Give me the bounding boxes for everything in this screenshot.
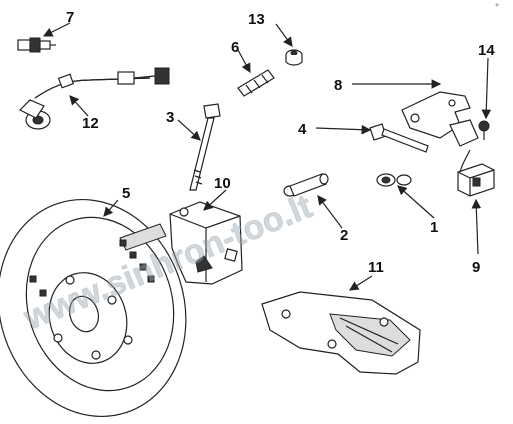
part-9-sensor-block [457,149,495,197]
part-7-sensor [17,37,56,53]
callout-2: 2 [340,227,348,244]
part-12-harness [18,67,170,130]
callout-4: 4 [298,121,307,138]
part-12-connector [18,99,51,130]
corner-mark: * [495,2,499,13]
callout-8: 8 [334,77,342,94]
part-1-nut [376,173,412,187]
callout-7: 7 [66,9,74,26]
part-10-mount [169,201,243,285]
leader-lines [42,22,492,291]
part-5-flywheel [0,198,187,418]
part-2-sleeve [283,173,329,197]
callout-11: 11 [368,259,384,276]
callout-10: 10 [214,175,231,192]
callout-3: 3 [166,109,174,126]
callout-13: 13 [248,11,265,28]
callouts: 7 13 6 14 8 12 3 4 10 5 1 2 9 11 [66,9,495,276]
part-11-plate [261,291,421,375]
part-3-bolt [189,103,221,191]
part-13-nut [285,49,303,66]
callout-14: 14 [478,42,495,59]
part-8-bracket [401,91,479,147]
part-4-bolt [369,123,429,153]
callout-12: 12 [82,115,99,132]
part-6-stud [237,69,275,97]
callout-9: 9 [472,259,480,276]
callout-5: 5 [122,185,130,202]
callout-1: 1 [430,219,438,236]
part-14-screw [478,120,490,140]
flywheel-teeth [29,239,155,297]
callout-6: 6 [231,39,239,56]
